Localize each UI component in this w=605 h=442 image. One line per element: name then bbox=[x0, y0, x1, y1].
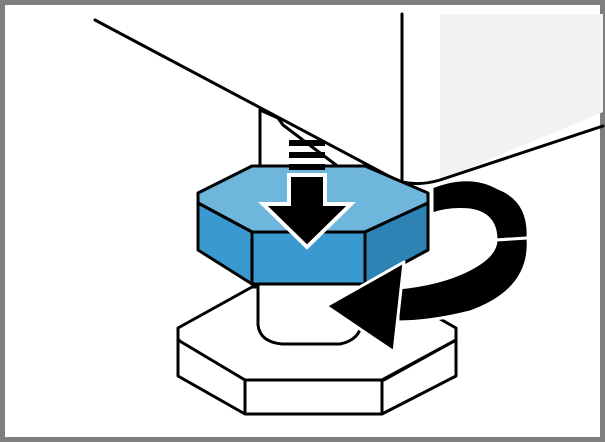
appliance-bottom-edge bbox=[93, 18, 402, 184]
down-arrow-dash-3 bbox=[289, 164, 325, 170]
down-arrow-icon bbox=[258, 140, 356, 250]
lock-nut-side-right bbox=[363, 201, 430, 286]
rotate-arrow-icon bbox=[324, 178, 530, 354]
foot-nut-front bbox=[176, 338, 458, 382]
down-arrow-dash-1 bbox=[289, 140, 325, 146]
rotate-arrow-band-back bbox=[430, 178, 530, 242]
rotate-arrow-head bbox=[324, 260, 406, 354]
down-arrow-head bbox=[258, 173, 356, 250]
down-arrow-dash-2 bbox=[289, 152, 325, 158]
appliance-side-panel bbox=[440, 14, 603, 180]
